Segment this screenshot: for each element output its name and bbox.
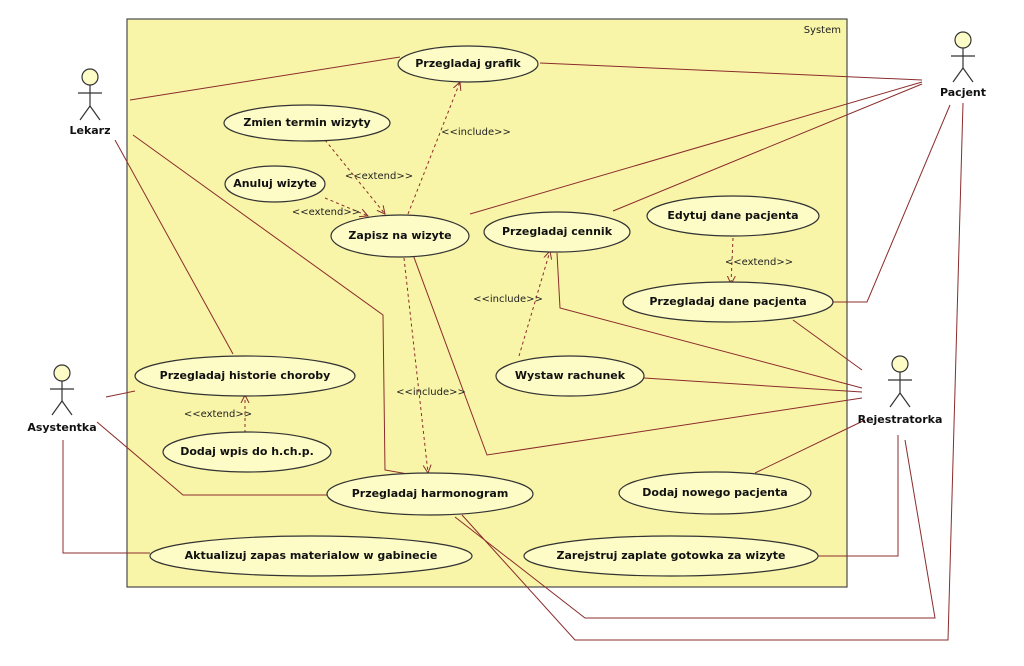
usecase-anuluj-wizyte[interactable]: Anuluj wizyte [224, 165, 326, 203]
label-extend-zmien: <<extend>> [345, 171, 413, 182]
assoc-rejestratorka-dane [792, 319, 863, 371]
usecase-przegladaj-cennik[interactable]: Przegladaj cennik [483, 211, 631, 253]
label-extend-anuluj: <<extend>> [292, 207, 360, 218]
dep-extend-anuluj [324, 197, 368, 216]
svg-text:Przegladaj dane pacjenta: Przegladaj dane pacjenta [649, 295, 806, 308]
dep-include-cennik [518, 251, 550, 357]
dependency-lines [245, 82, 733, 473]
assoc-pacjent-grafik [539, 62, 923, 81]
svg-text:Zapisz na wizyte: Zapisz na wizyte [348, 229, 451, 242]
assoc-pacjent-cennik [612, 83, 923, 212]
assoc-rejestratorka-cennik [556, 252, 863, 389]
association-lines [62, 56, 964, 641]
svg-text:Przegladaj historie choroby: Przegladaj historie choroby [160, 369, 331, 382]
usecase-przegladaj-harmonogram[interactable]: Przegladaj harmonogram [326, 472, 534, 516]
label-include-cennik: <<include>> [473, 294, 543, 305]
usecase-edytuj-dane-pacjenta[interactable]: Edytuj dane pacjenta [646, 195, 820, 237]
svg-text:Zarejstruj zaplate gotowka za: Zarejstruj zaplate gotowka za wizyte [556, 549, 785, 562]
dep-include-harmonogram [403, 257, 428, 473]
usecase-wystaw-rachunek[interactable]: Wystaw rachunek [495, 355, 645, 397]
assoc-pacjent-dane [833, 104, 951, 303]
dep-extend-zmien [324, 139, 385, 214]
assoc-rejestratorka-dodaj-pacjenta [754, 419, 866, 474]
label-extend-edytuj: <<extend>> [725, 257, 793, 268]
svg-text:Edytuj dane pacjenta: Edytuj dane pacjenta [667, 209, 798, 222]
svg-text:Wystaw rachunek: Wystaw rachunek [515, 369, 626, 382]
usecase-dodaj-wpis[interactable]: Dodaj wpis do h.ch.p. [162, 431, 332, 473]
assoc-asystentka-harmonogram [96, 421, 327, 496]
label-extend-dodaj-wpis: <<extend>> [184, 409, 252, 420]
assoc-lekarz-historie [114, 139, 234, 355]
actor-lekarz-label: Lekarz [69, 124, 110, 137]
assoc-asystentka-historie [105, 390, 136, 398]
actor-pacjent-label: Pacjent [940, 86, 986, 99]
svg-text:Aktualizuj zapas materialow w: Aktualizuj zapas materialow w gabinecie [185, 549, 438, 562]
assoc-rejestratorka-rachunek [643, 377, 863, 393]
assoc-asystentka-aktualizuj [62, 440, 150, 554]
assoc-lekarz-grafik [129, 56, 401, 101]
label-include-harmonogram: <<include>> [396, 387, 466, 398]
actor-asystentka-label: Asystentka [27, 421, 96, 434]
actor-asystentka[interactable]: Asystentka [27, 364, 97, 434]
usecase-aktualizuj-zapas[interactable]: Aktualizuj zapas materialow w gabinecie [149, 535, 473, 577]
usecase-zapisz-na-wizyte[interactable]: Zapisz na wizyte [330, 214, 470, 258]
svg-text:Dodaj wpis do h.ch.p.: Dodaj wpis do h.ch.p. [180, 445, 314, 458]
actor-rejestratorka-label: Rejestratorka [858, 413, 943, 426]
assoc-rejestratorka-zaplata [818, 435, 899, 557]
actor-pacjent[interactable]: Pacjent [940, 31, 986, 99]
usecase-przegladaj-dane-pacjenta[interactable]: Przegladaj dane pacjenta [622, 281, 834, 323]
actor-rejestratorka[interactable]: Rejestratorka [858, 355, 943, 426]
stereotype-labels: <<include>> <<extend>> <<extend>> <<incl… [184, 127, 793, 420]
svg-text:Przegladaj grafik: Przegladaj grafik [415, 57, 521, 70]
label-include-grafik: <<include>> [441, 127, 511, 138]
usecase-dodaj-nowego-pacjenta[interactable]: Dodaj nowego pacjenta [618, 471, 812, 515]
svg-text:Zmien termin wizyty: Zmien termin wizyty [243, 116, 370, 129]
actor-lekarz[interactable]: Lekarz [69, 68, 111, 137]
svg-text:Dodaj nowego pacjenta: Dodaj nowego pacjenta [642, 486, 787, 499]
assoc-rejestratorka-zapisz [411, 251, 863, 456]
svg-text:Przegladaj cennik: Przegladaj cennik [502, 225, 613, 238]
svg-text:Przegladaj harmonogram: Przegladaj harmonogram [352, 487, 509, 500]
assoc-rejestratorka-harmonogram [454, 439, 936, 619]
dep-extend-edytuj [731, 237, 733, 284]
assoc-pacjent-zapisz [469, 81, 923, 215]
usecase-zarejestruj-zaplate[interactable]: Zarejstruj zaplate gotowka za wizyte [523, 535, 819, 577]
usecase-przegladaj-grafik[interactable]: Przegladaj grafik [397, 45, 539, 83]
assoc-pacjent-harmonogram [461, 102, 964, 641]
usecase-zmien-termin-wizyty[interactable]: Zmien termin wizyty [223, 104, 391, 142]
svg-text:Anuluj wizyte: Anuluj wizyte [233, 177, 317, 190]
usecase-przegladaj-historie-choroby[interactable]: Przegladaj historie choroby [134, 355, 356, 397]
system-label: System [804, 25, 841, 36]
